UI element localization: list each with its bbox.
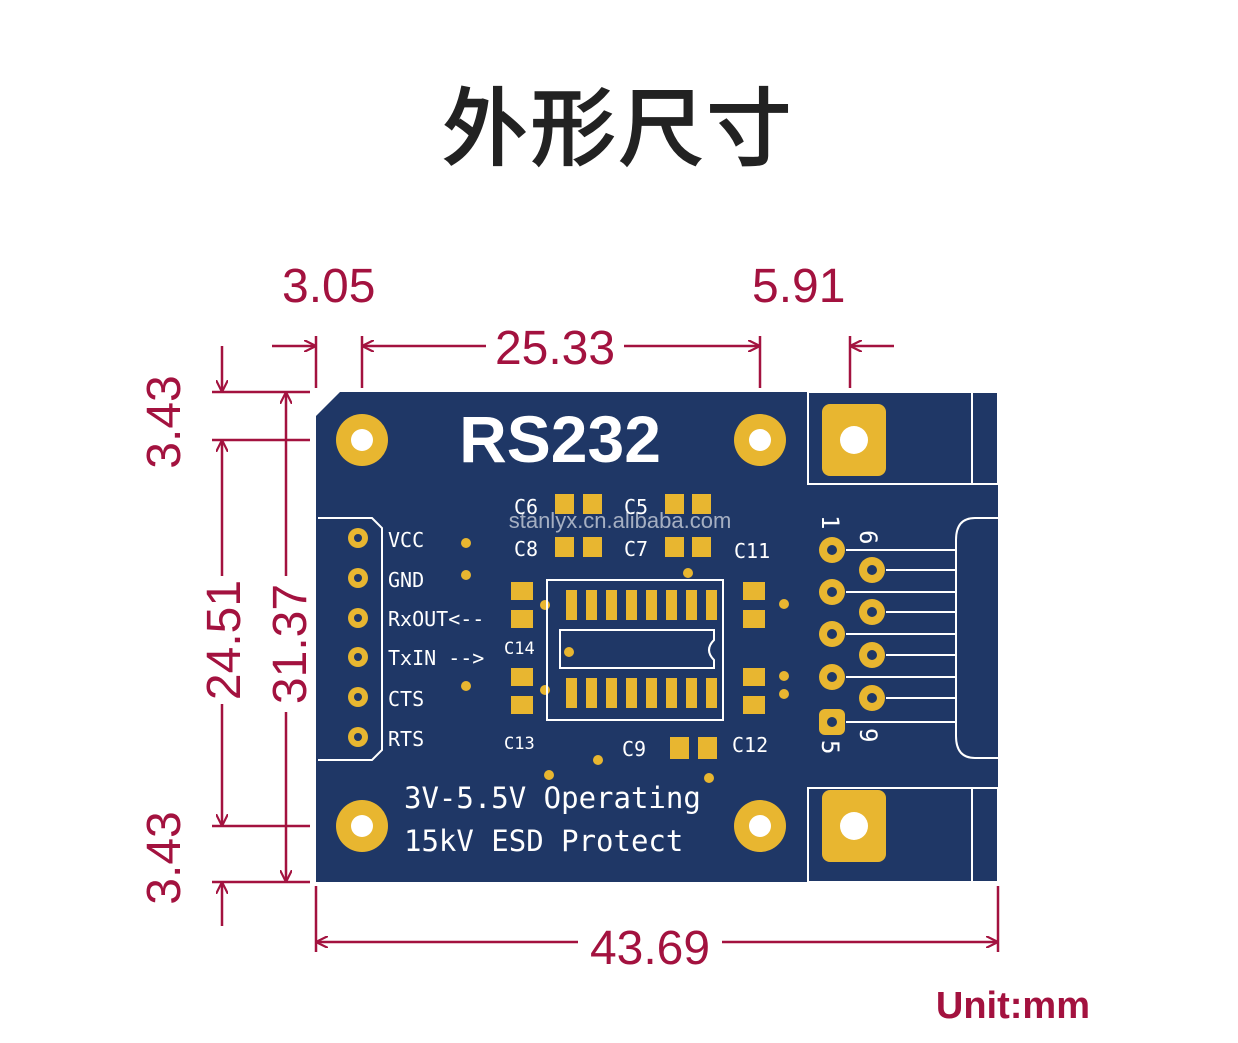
- component-label-c12: C12: [732, 733, 768, 757]
- db9-pins: [819, 537, 885, 735]
- db9-outline-top: [807, 391, 999, 485]
- dim-hole-spacing-y: 24.51: [198, 580, 251, 700]
- db9-outline-bottom: [807, 787, 999, 883]
- mounting-hole: [336, 800, 388, 852]
- component-label-c8: C8: [514, 537, 538, 561]
- header-pin: [348, 528, 368, 548]
- component-label-c7: C7: [624, 537, 648, 561]
- pin-label-txin: TxIN -->: [388, 646, 484, 670]
- dim-bottom-margin: 3.43: [138, 811, 191, 904]
- smd-pads: [511, 494, 765, 759]
- board-slogan-line1: 3V-5.5V Operating: [404, 781, 701, 815]
- dim-right-margin: 5.91: [752, 260, 845, 313]
- db9-leads: [846, 549, 956, 723]
- db9-number-9: 9: [854, 728, 882, 742]
- db9-number-1: 1: [816, 515, 844, 529]
- ic-pads: [566, 590, 717, 708]
- board-name: RS232: [459, 402, 661, 476]
- mounting-hole: [336, 414, 388, 466]
- component-label-c11: C11: [734, 539, 770, 563]
- db9-mounting-hole: [822, 404, 886, 476]
- mounting-hole: [734, 414, 786, 466]
- db9-number-6: 6: [854, 530, 882, 544]
- header-pin: [348, 568, 368, 588]
- unit-label: Unit:mm: [936, 985, 1090, 1027]
- dim-board-width: 43.69: [590, 922, 710, 975]
- dim-hole-spacing-x: 25.33: [495, 322, 615, 375]
- dimension-lines: [212, 336, 1000, 952]
- db9-number-5: 5: [816, 740, 844, 754]
- dim-top-margin: 3.43: [138, 375, 191, 468]
- component-label-c6: C6: [514, 495, 538, 519]
- component-label-c13: C13: [504, 734, 535, 754]
- pin-label-vcc: VCC: [388, 528, 424, 552]
- pin-label-gnd: GND: [388, 568, 424, 592]
- mounting-hole: [734, 800, 786, 852]
- pcb-body: [316, 392, 998, 882]
- ic-body: [559, 629, 715, 669]
- header-pin: [348, 647, 368, 667]
- db9-mounting-hole: [822, 790, 886, 862]
- component-label-c9: C9: [622, 737, 646, 761]
- page-title: 外形尺寸: [442, 80, 795, 178]
- header-outline: [318, 517, 383, 761]
- dim-left-margin: 3.05: [282, 260, 375, 313]
- watermark: stanlyx.cn.alibaba.com: [509, 508, 732, 533]
- header-pin: [348, 727, 368, 747]
- pcb-board: RS232 VCC GND RxOUT<-- TxIN --> CTS RTS: [316, 391, 999, 883]
- pin-label-cts: CTS: [388, 687, 424, 711]
- component-label-c5: C5: [624, 495, 648, 519]
- dim-board-height: 31.37: [264, 584, 317, 704]
- board-slogan-line2: 15kV ESD Protect: [404, 824, 683, 858]
- db9-shell-outline: [955, 517, 998, 759]
- pin-label-rts: RTS: [388, 727, 424, 751]
- ic-outline: [546, 579, 724, 721]
- pin-label-rxout: RxOUT<--: [388, 607, 484, 631]
- header-pin: [348, 687, 368, 707]
- header-pin: [348, 608, 368, 628]
- component-label-c14: C14: [504, 639, 535, 659]
